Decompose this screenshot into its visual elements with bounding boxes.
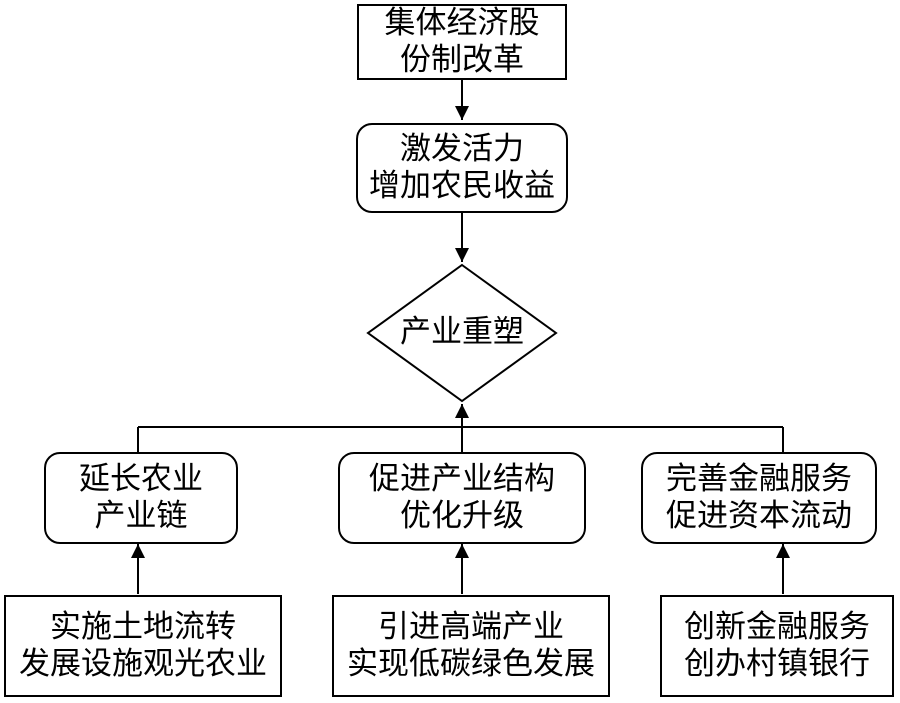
node-chain-line-2: 产业链 [94,498,188,534]
node-vitality: 激发活力 增加农民收益 [356,123,568,213]
node-chain-line-1: 延长农业 [79,461,203,497]
node-bank-line-2: 创办村镇银行 [684,646,870,682]
node-land: 实施土地流转 发展设施观光农业 [4,595,282,697]
node-bank: 创新金融服务 创办村镇银行 [660,595,894,697]
node-vitality-line-1: 激发活力 [400,131,524,167]
node-finance-line-1: 完善金融服务 [666,461,852,497]
node-hightech-line-1: 引进高端产业 [378,609,564,645]
node-land-line-1: 实施土地流转 [50,609,236,645]
node-structure-line-2: 优化升级 [400,498,524,534]
node-vitality-line-2: 增加农民收益 [369,168,555,204]
node-chain: 延长农业 产业链 [44,452,238,544]
node-structure: 促进产业结构 优化升级 [338,452,586,544]
node-reform-line-1: 集体经济股 [384,5,540,41]
decision-diamond [366,263,558,403]
node-reform-line-2: 份制改革 [400,42,524,78]
node-hightech: 引进高端产业 实现低碳绿色发展 [332,595,610,697]
node-hightech-line-2: 实现低碳绿色发展 [347,646,595,682]
node-land-line-2: 发展设施观光农业 [19,646,267,682]
node-reshape-label: 产业重塑 [400,314,524,350]
node-reform: 集体经济股 份制改革 [357,4,567,80]
node-finance-line-2: 促进资本流动 [666,498,852,534]
node-bank-line-1: 创新金融服务 [684,609,870,645]
node-structure-line-1: 促进产业结构 [369,461,555,497]
node-finance: 完善金融服务 促进资本流动 [641,452,877,544]
